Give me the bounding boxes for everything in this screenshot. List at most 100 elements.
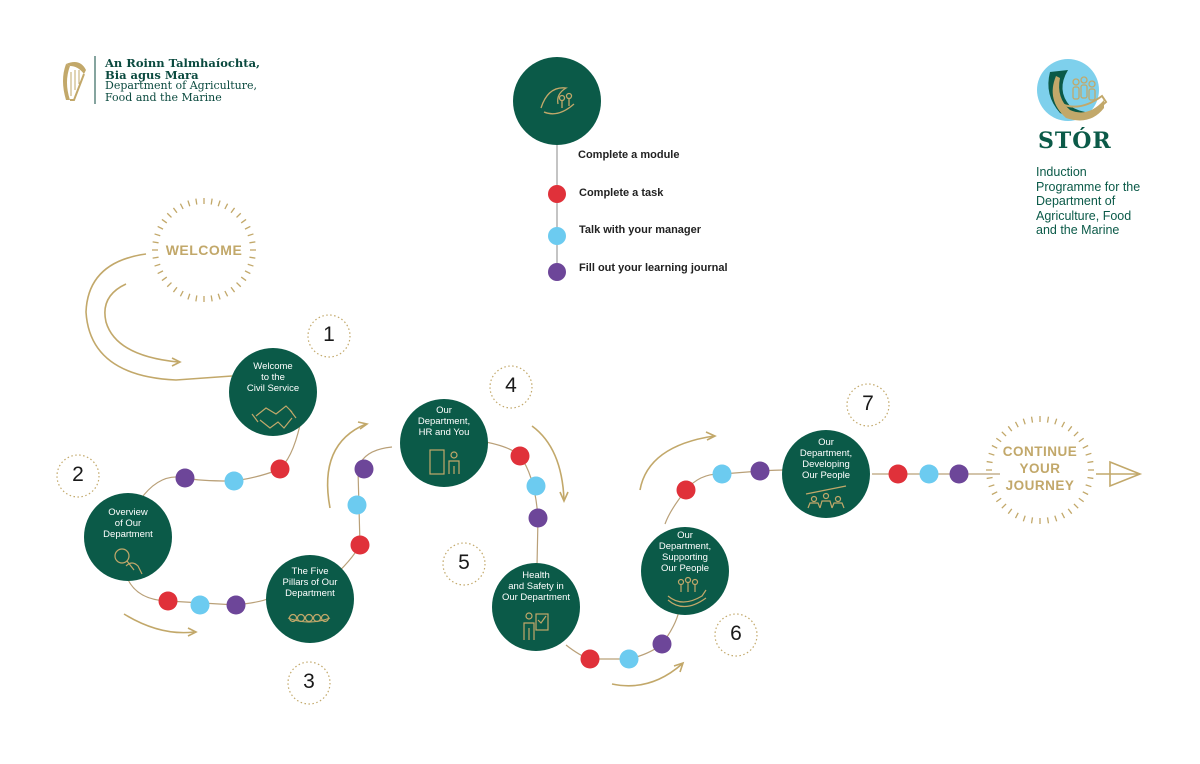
module-title-line: Our People — [801, 470, 851, 481]
burst-ray — [1078, 497, 1085, 503]
module-title-line: Health — [522, 570, 550, 581]
continue-journey-label: CONTINUE YOUR JOURNEY — [990, 443, 1090, 494]
burst-ray — [988, 484, 995, 488]
burst-ray — [247, 233, 254, 237]
module-title-line: The Five — [291, 566, 329, 577]
burst-ray — [154, 263, 161, 267]
module-title-line: Our — [677, 530, 693, 541]
burst-ray — [179, 290, 184, 297]
module-5-number: 5 — [458, 551, 470, 574]
burst-ray — [249, 256, 256, 259]
legend-module-circle — [513, 57, 601, 145]
burst-ray — [210, 295, 213, 302]
dept-name-irish-line: Bia agus Mara — [105, 68, 199, 82]
module-6-title: Our Department, Supporting Our People — [630, 530, 740, 574]
five-pillars-icon — [287, 613, 331, 623]
module-title-line: Welcome — [253, 361, 293, 372]
module-title-line: Supporting — [662, 552, 708, 563]
burst-ray — [172, 286, 178, 293]
burst-ray — [1014, 512, 1019, 519]
manager-dot — [526, 476, 546, 496]
module-4-circle — [400, 399, 488, 487]
burst-ray — [995, 497, 1002, 503]
brand-subtitle-line: Induction — [1036, 165, 1087, 179]
module-7-number: 7 — [862, 392, 874, 415]
burst-ray — [224, 203, 229, 210]
burst-ray — [1046, 517, 1050, 524]
burst-ray — [179, 203, 184, 210]
burst-ray — [1046, 416, 1050, 423]
burst-ray — [247, 263, 254, 267]
burst-ray — [1001, 503, 1007, 509]
module-title-line: HR and You — [418, 427, 470, 438]
dept-name-english: Department of Agriculture, Food and the … — [105, 80, 257, 104]
burst-ray — [172, 207, 178, 214]
entry-swoosh — [85, 253, 233, 381]
burst-ray — [240, 218, 247, 224]
module-7-circle — [782, 430, 870, 518]
manager-dot — [190, 595, 210, 615]
burst-ray — [166, 212, 172, 218]
brand-subtitle-line: Department of — [1036, 194, 1116, 208]
brand-subtitle-line: and the Marine — [1036, 223, 1120, 237]
module-title-line: Our Department — [501, 592, 571, 603]
burst-ray — [1073, 431, 1079, 437]
journal-dot — [226, 595, 246, 615]
module-6-circle — [641, 527, 729, 615]
harp-emblem-icon — [63, 62, 86, 101]
journal-dot — [354, 459, 374, 479]
module-title-line: Our — [818, 437, 834, 448]
burst-ray — [217, 293, 221, 300]
stor-logo-icon — [1037, 59, 1108, 121]
burst-ray — [1087, 476, 1094, 480]
burst-ray — [157, 225, 164, 230]
task-dot — [888, 464, 908, 484]
dept-name-irish-line: An Roinn Talmhaíochta, — [105, 56, 261, 70]
legend-module-icon — [540, 87, 575, 115]
number-ring — [56, 454, 100, 498]
burst-ray — [986, 460, 993, 464]
burst-ray — [244, 225, 251, 230]
legend-label-module: Complete a module — [578, 149, 680, 161]
module-2-circle — [84, 493, 172, 581]
magnifier-hand-icon — [114, 548, 143, 575]
burst-ray — [1022, 418, 1026, 425]
module-title-line: Department — [285, 588, 335, 599]
module-title-line: of Our — [114, 518, 142, 529]
number-ring — [442, 542, 486, 586]
module-title-line: Department, — [417, 416, 471, 427]
brand-subtitle: Induction Programme for the Department o… — [1036, 165, 1166, 238]
burst-ray — [1014, 421, 1019, 428]
task-dot — [350, 535, 370, 555]
burst-ray — [157, 270, 164, 275]
number-ring — [489, 365, 533, 409]
burst-ray — [1007, 508, 1013, 515]
welcome-label: WELCOME — [165, 242, 243, 258]
burst-ray — [152, 241, 159, 244]
manager-dot — [619, 649, 639, 669]
burst-ray — [187, 200, 191, 207]
module-7-title: Our Department, Developing Our People — [771, 437, 881, 481]
journal-dot — [175, 468, 195, 488]
manager-dot — [347, 495, 367, 515]
brand-subtitle-line: Programme for the — [1036, 179, 1141, 194]
growth-people-icon — [805, 485, 847, 509]
module-title-line: and Safety in — [508, 581, 564, 592]
legend-blue-dot — [548, 227, 566, 245]
dept-name-english-line: Food and the Marine — [105, 91, 222, 104]
burst-ray — [154, 233, 161, 237]
burst-ray — [1030, 416, 1034, 423]
task-dot — [270, 459, 290, 479]
module-title-line: Department, — [658, 541, 712, 552]
brand-subtitle-line: Agriculture, Food — [1036, 208, 1132, 223]
module-title-line: Our People — [660, 563, 710, 574]
legend-red-dot — [548, 185, 566, 203]
burst-ray — [187, 293, 191, 300]
legend — [513, 57, 601, 281]
burst-ray — [1082, 491, 1089, 496]
hand-people-icon — [667, 576, 707, 608]
welcome-burst — [152, 198, 256, 302]
burst-ray — [224, 290, 229, 297]
burst-ray — [986, 476, 993, 480]
burst-ray — [1067, 425, 1073, 432]
